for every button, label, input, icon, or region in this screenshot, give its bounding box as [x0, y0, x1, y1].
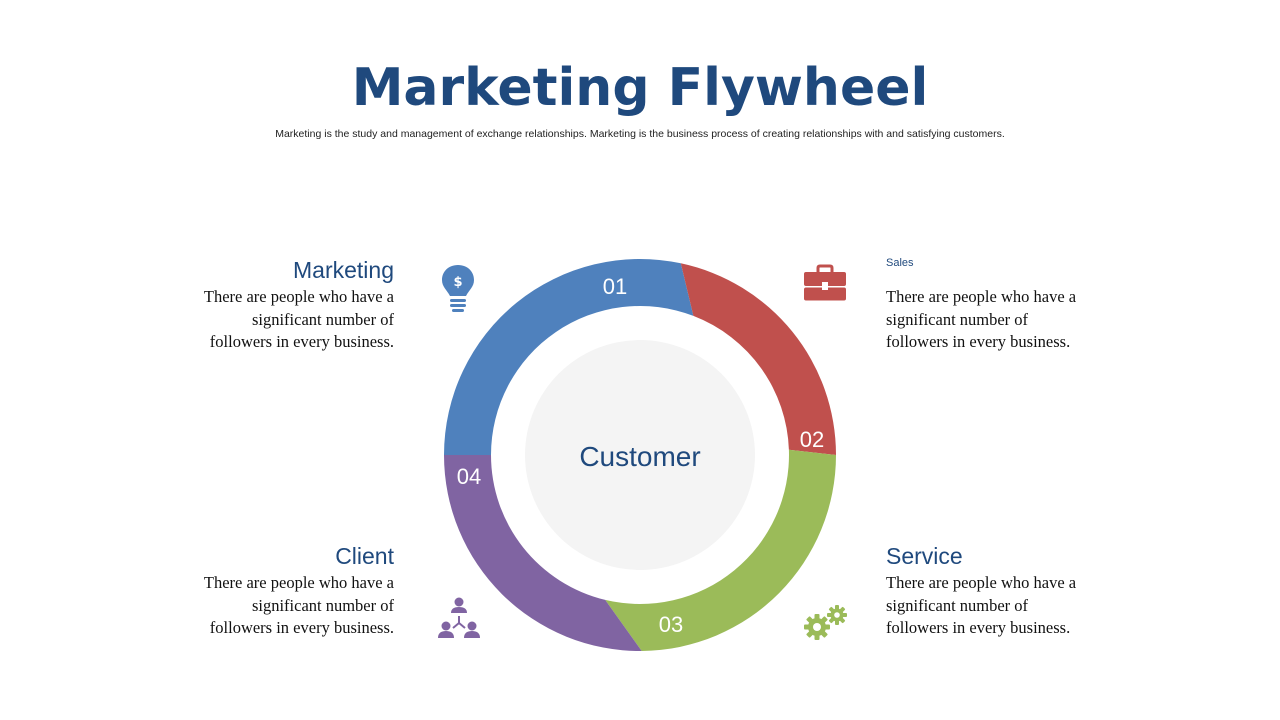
svg-text:$: $ — [453, 275, 462, 290]
lightbulb-dollar-icon: $ — [442, 265, 474, 312]
gears-icon — [804, 605, 847, 640]
marketing-description: There are people who have a significant … — [154, 286, 394, 354]
segment-number-01: 01 — [603, 274, 627, 299]
sales-description: There are people who have a significant … — [886, 286, 1126, 354]
segment-02-sales — [680, 263, 836, 455]
client-desc-line-1: There are people who have a — [203, 573, 394, 592]
client-block: Client There are people who have a signi… — [154, 542, 394, 640]
sales-desc-line-3: followers in every business. — [886, 332, 1071, 351]
segment-03-service — [605, 449, 836, 651]
service-desc-line-1: There are people who have a — [886, 573, 1077, 592]
service-heading: Service — [886, 543, 963, 569]
segment-number-03: 03 — [659, 612, 683, 637]
client-desc-line-3: followers in every business. — [209, 618, 394, 637]
marketing-desc-line-2: significant number of — [251, 309, 394, 329]
segment-number-04: 04 — [457, 464, 481, 489]
marketing-heading: Marketing — [293, 257, 394, 283]
client-desc-line-2: significant number of — [251, 595, 394, 615]
marketing-desc-line-3: followers in every business. — [209, 332, 394, 351]
segment-number-02: 02 — [800, 427, 824, 452]
center-circle — [525, 340, 755, 570]
page-subtitle: Marketing is the study and management of… — [275, 128, 1005, 140]
sales-heading: Sales — [886, 257, 914, 269]
briefcase-icon — [804, 264, 846, 301]
sales-block: Sales There are people who have a signif… — [886, 256, 1126, 354]
service-description: There are people who have a significant … — [886, 572, 1126, 640]
client-heading: Client — [335, 543, 394, 569]
sales-desc-line-1: There are people who have a — [886, 287, 1077, 306]
sales-desc-line-2: significant number of — [886, 309, 1029, 329]
segment-01-marketing — [444, 259, 694, 455]
service-desc-line-2: significant number of — [886, 595, 1029, 615]
people-network-icon — [438, 597, 480, 638]
marketing-block: Marketing There are people who have a si… — [154, 256, 394, 354]
service-block: Service There are people who have a sign… — [886, 542, 1126, 640]
client-description: There are people who have a significant … — [154, 572, 394, 640]
service-desc-line-3: followers in every business. — [886, 618, 1071, 637]
center-label: Customer — [579, 441, 700, 472]
segment-04-client — [444, 455, 642, 652]
marketing-desc-line-1: There are people who have a — [203, 287, 394, 306]
page-title: Marketing Flywheel — [351, 58, 929, 118]
